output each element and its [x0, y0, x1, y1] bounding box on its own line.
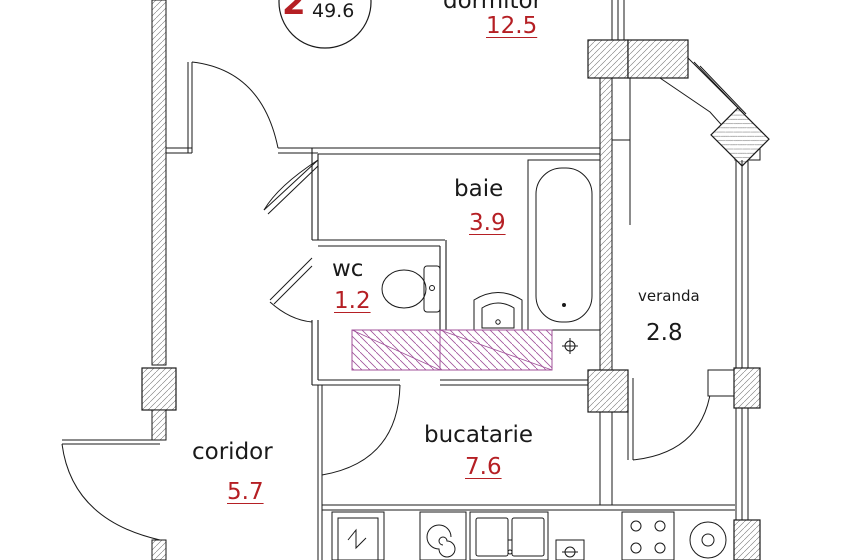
kitchen-bottom-wall — [317, 475, 735, 560]
total-area-badge: 2 — [282, 0, 306, 23]
veranda-door — [627, 369, 737, 461]
boiler-icon — [689, 521, 727, 559]
left-outer-wall — [141, 0, 177, 560]
room-area-bucatarie: 7.6 — [465, 454, 502, 480]
stove-icon — [621, 511, 675, 560]
sink-icon — [473, 292, 523, 331]
bedroom-window — [611, 0, 625, 40]
veranda-outer-wall — [627, 39, 770, 560]
room-area-baie: 3.9 — [469, 210, 506, 236]
bath-walls — [311, 147, 600, 386]
washing-machine-icon — [331, 511, 385, 560]
bedroom-door — [166, 61, 318, 154]
room-name-coridor: coridor — [192, 439, 273, 465]
bath-door — [263, 159, 319, 215]
kitchen-sink-icon — [469, 511, 549, 560]
toilet-icon — [381, 265, 441, 313]
room-name-baie: baie — [454, 176, 504, 202]
kitchen-door — [317, 384, 401, 476]
room-name-dormitor: dormitor — [443, 0, 543, 14]
entrance-door — [61, 439, 166, 541]
veranda-inner-wall — [587, 39, 631, 505]
spiral-hob-icon — [419, 511, 467, 560]
room-name-wc: wc — [332, 256, 364, 282]
total-area-value: 49.6 — [312, 0, 355, 22]
room-name-bucatarie: bucatarie — [424, 422, 534, 448]
room-area-dormitor: 12.5 — [486, 13, 538, 39]
room-name-veranda: veranda — [638, 287, 700, 305]
bathtub-icon — [527, 159, 601, 331]
room-area-coridor: 5.7 — [227, 479, 264, 505]
room-area-veranda: 2.8 — [646, 320, 683, 346]
duct-shaft — [351, 329, 578, 371]
room-area-wc: 1.2 — [334, 288, 371, 314]
wc-door — [269, 257, 313, 323]
gas-riser-icon — [555, 539, 585, 560]
total-area-circle — [278, 0, 372, 49]
